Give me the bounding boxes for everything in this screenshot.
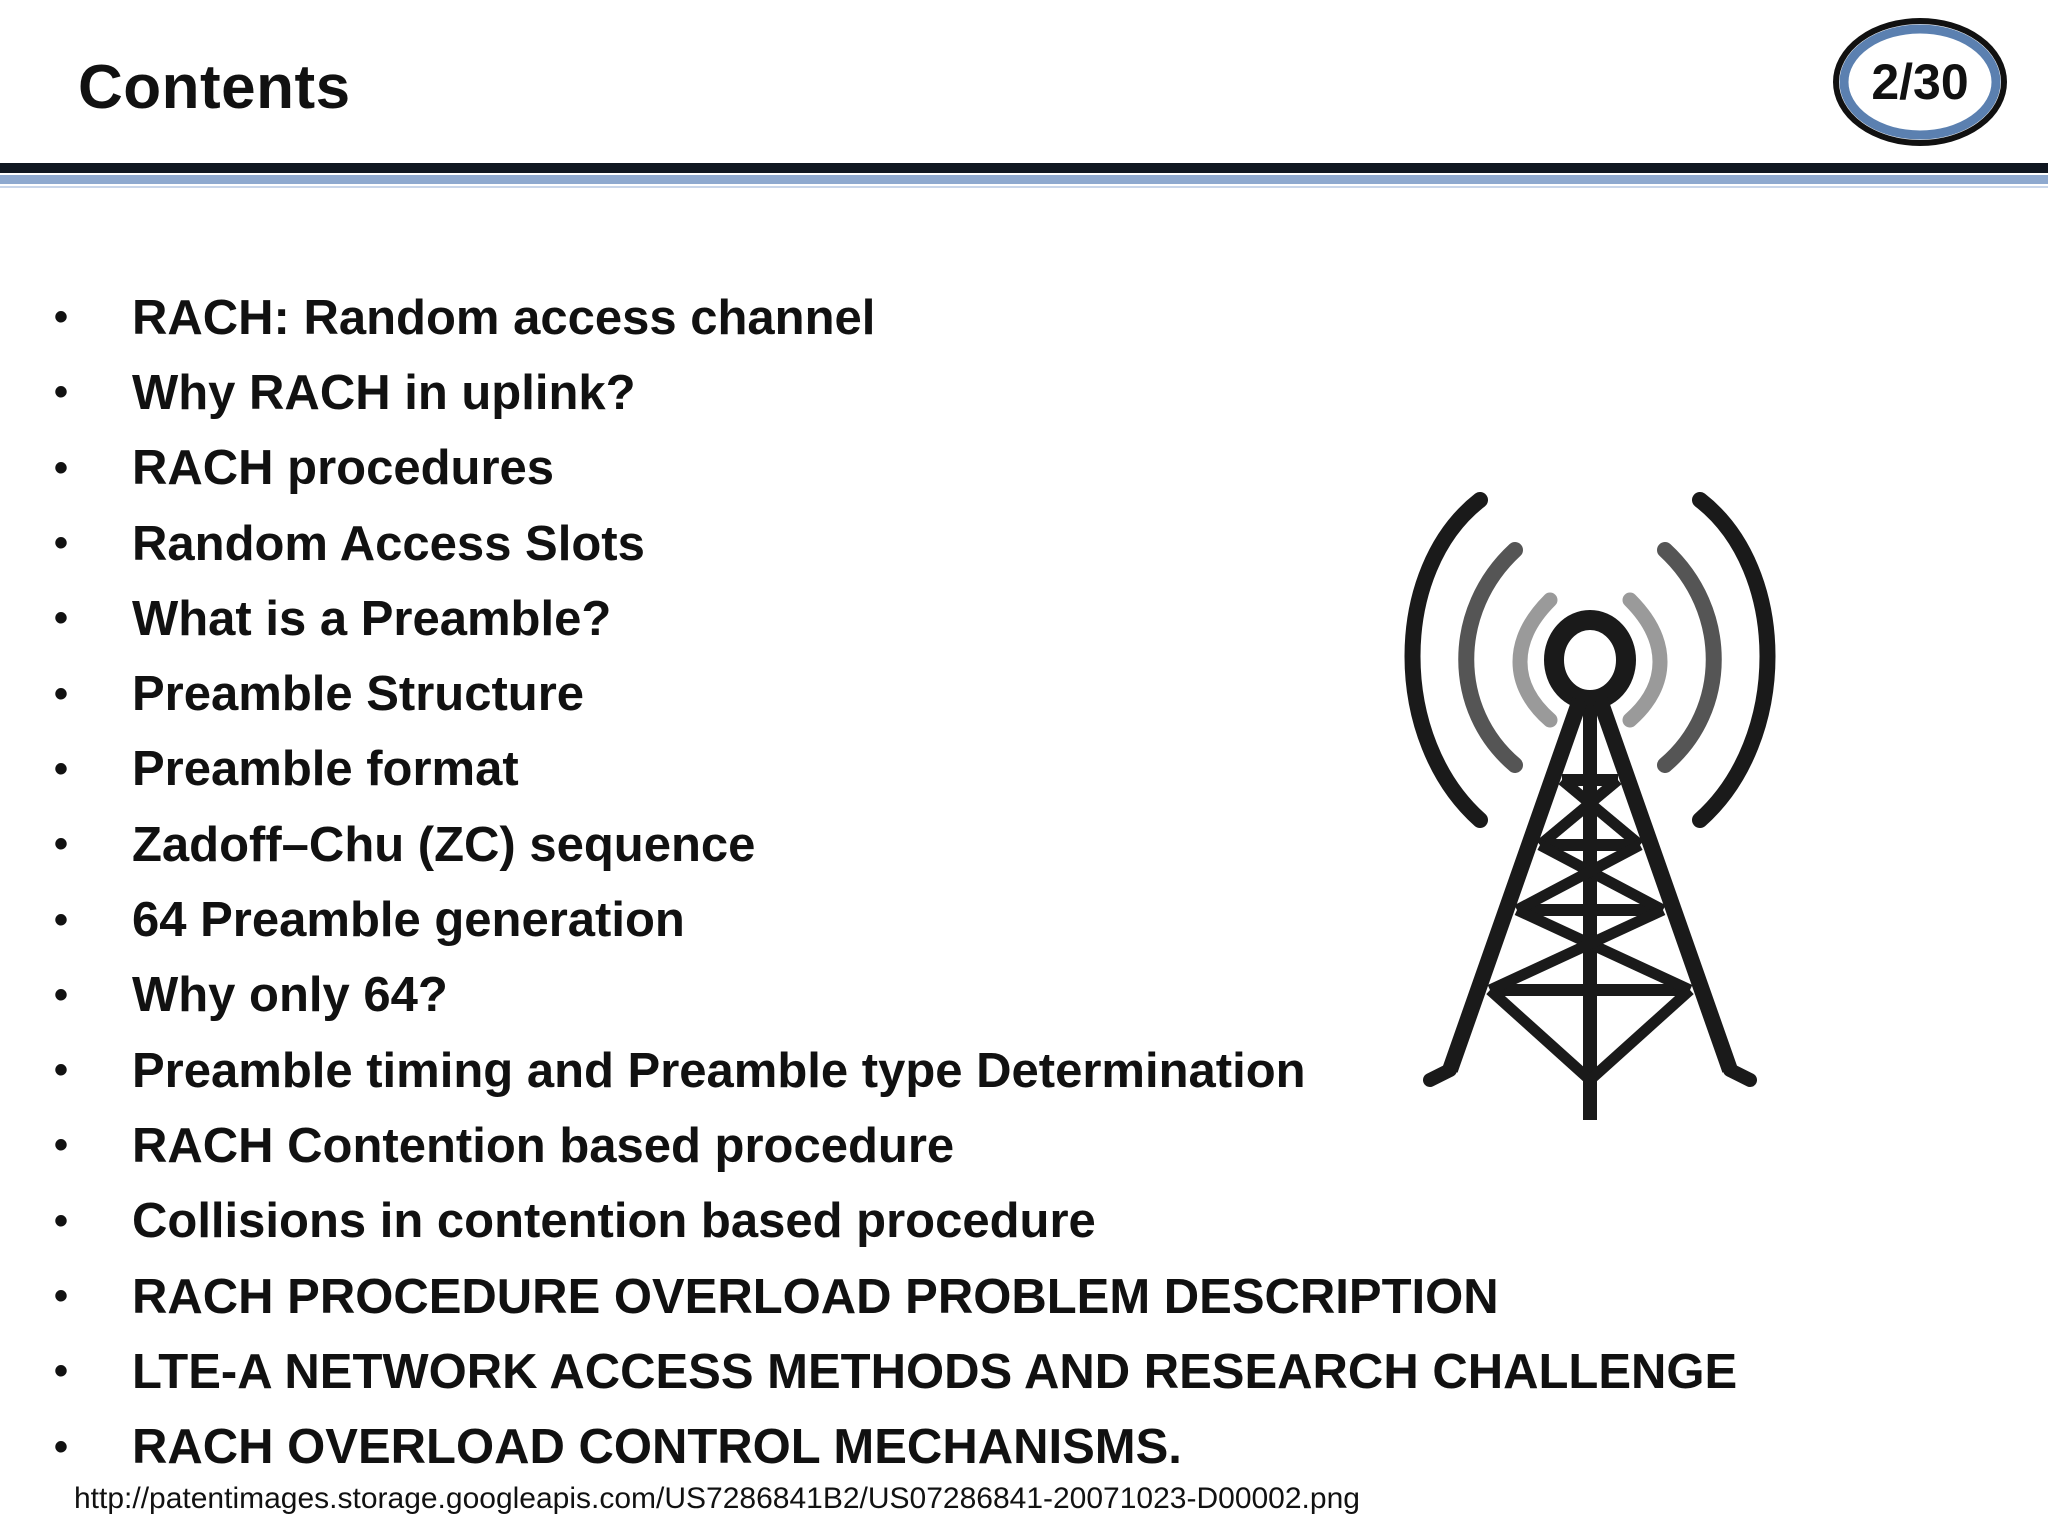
contents-list: • RACH: Random access channel • Why RACH i… xyxy=(54,280,1737,1485)
header-rule-light xyxy=(0,175,2048,184)
page-number-badge: 2/30 xyxy=(1830,14,2010,150)
bullet: • xyxy=(54,370,69,415)
radio-tower-icon xyxy=(1390,480,1810,1140)
bullet: • xyxy=(54,1424,69,1469)
bullet: • xyxy=(54,1198,69,1243)
list-item: • RACH procedures xyxy=(54,431,1737,506)
list-item-text: Preamble format xyxy=(132,742,519,797)
list-item: • What is a Preamble? xyxy=(54,581,1737,656)
bullet: • xyxy=(54,445,69,490)
list-item-text: RACH procedures xyxy=(132,441,555,496)
bullet: • xyxy=(54,972,69,1017)
list-item-text: What is a Preamble? xyxy=(132,591,612,646)
header-rule-thin xyxy=(0,186,2048,188)
list-item-text: RACH Contention based procedure xyxy=(132,1118,955,1173)
list-item-text: LTE-A NETWORK ACCESS METHODS AND RESEARC… xyxy=(132,1344,1738,1399)
slide-title: Contents xyxy=(78,53,351,122)
bullet: • xyxy=(54,1123,69,1168)
header-rule-dark xyxy=(0,163,2048,173)
bullet: • xyxy=(54,596,69,641)
list-item-text: Zadoff–Chu (ZC) sequence xyxy=(132,817,756,872)
bullet: • xyxy=(54,521,69,566)
list-item-text: 64 Preamble generation xyxy=(132,893,685,948)
list-item-text: Preamble timing and Preamble type Determ… xyxy=(132,1043,1306,1098)
list-item: • RACH Contention based procedure xyxy=(54,1108,1737,1183)
bullet: • xyxy=(54,1349,69,1394)
list-item: • Zadoff–Chu (ZC) sequence xyxy=(54,807,1737,882)
list-item: • Why RACH in uplink? xyxy=(54,355,1737,430)
bullet: • xyxy=(54,295,69,340)
list-item-text: Random Access Slots xyxy=(132,516,645,571)
list-item: • RACH: Random access channel xyxy=(54,280,1737,355)
list-item-text: RACH: Random access channel xyxy=(132,290,876,345)
list-item: • Why only 64? xyxy=(54,958,1737,1033)
list-item: • LTE-A NETWORK ACCESS METHODS AND RESEAR… xyxy=(54,1334,1737,1409)
bullet: • xyxy=(54,1274,69,1318)
bullet: • xyxy=(54,897,69,942)
list-item-text: Why only 64? xyxy=(132,968,448,1023)
list-item-text: Collisions in contention based procedure xyxy=(132,1194,1096,1249)
list-item: • Preamble format xyxy=(54,732,1737,807)
list-item-text: RACH PROCEDURE OVERLOAD PROBLEM DESCRIPT… xyxy=(132,1269,1499,1324)
page-number: 2/30 xyxy=(1871,54,1969,110)
list-item: • Preamble timing and Preamble type Deter… xyxy=(54,1033,1737,1108)
list-item-text: Preamble Structure xyxy=(132,667,585,722)
list-item: • Preamble Structure xyxy=(54,656,1737,731)
bullet: • xyxy=(54,822,69,867)
list-item: • RACH PROCEDURE OVERLOAD PROBLEM DESCRIP… xyxy=(54,1259,1737,1334)
bullet: • xyxy=(54,1048,69,1093)
list-item: • Collisions in contention based procedur… xyxy=(54,1184,1737,1259)
list-item: • RACH OVERLOAD CONTROL MECHANISMS. xyxy=(54,1409,1737,1484)
badge-ellipse xyxy=(1833,18,2007,146)
source-url: http://patentimages.storage.googleapis.c… xyxy=(74,1482,1360,1515)
list-item-text: RACH OVERLOAD CONTROL MECHANISMS. xyxy=(132,1420,1182,1475)
bullet: • xyxy=(54,746,69,791)
list-item: • Random Access Slots xyxy=(54,506,1737,581)
list-item-text: Why RACH in uplink? xyxy=(132,365,636,420)
list-item: • 64 Preamble generation xyxy=(54,882,1737,957)
bullet: • xyxy=(54,671,69,716)
